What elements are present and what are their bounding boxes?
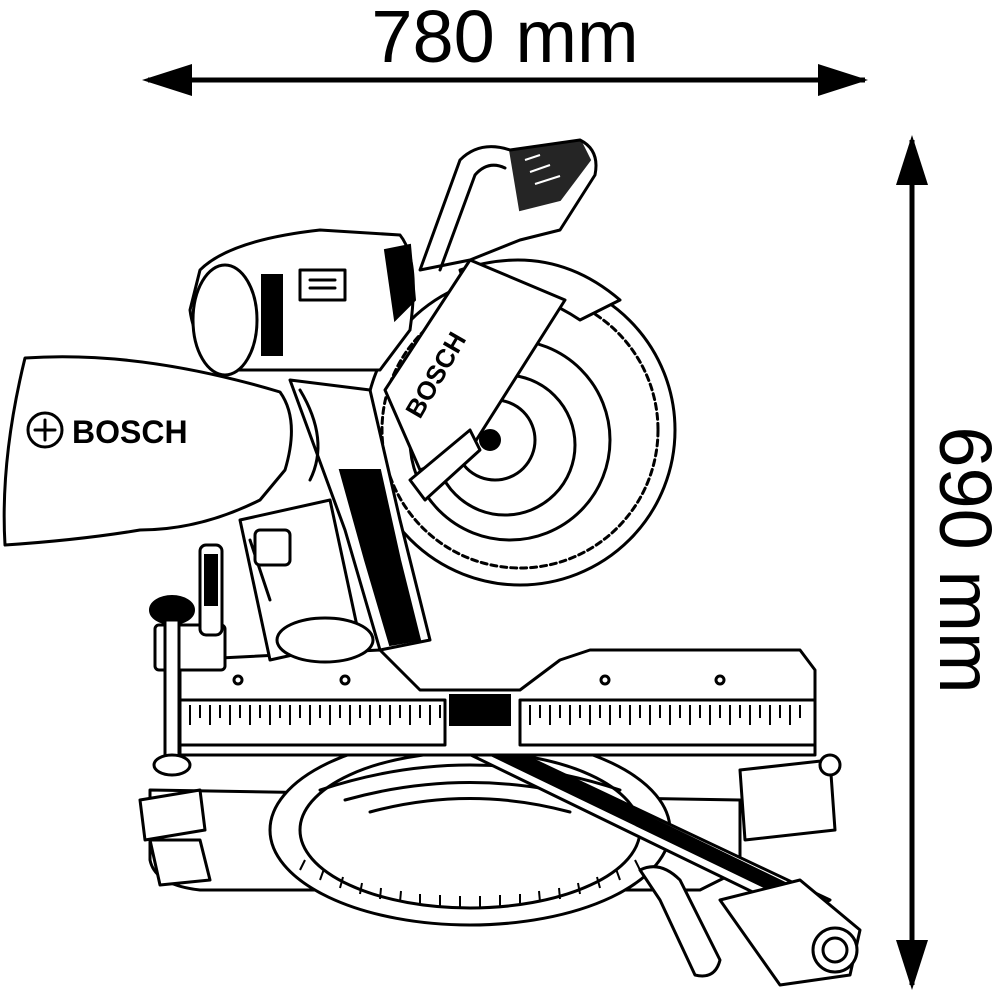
width-arrowhead-right xyxy=(818,64,868,96)
saw-arm xyxy=(288,378,482,652)
dust-bag: BOSCH xyxy=(2,355,293,547)
motor-housing xyxy=(188,228,417,377)
pivot-column xyxy=(238,498,375,664)
height-arrowhead-bottom xyxy=(896,940,928,990)
fence xyxy=(178,648,817,757)
height-arrowhead-top xyxy=(896,135,928,185)
extension-rail xyxy=(438,728,862,987)
width-dimension-label: 780 mm xyxy=(371,0,638,78)
width-dimension: 780 mm xyxy=(142,0,868,96)
blade-guard: BOSCH xyxy=(383,258,622,472)
material-clamp xyxy=(149,543,227,777)
height-dimension-label: 690 mm xyxy=(924,426,1000,693)
mitre-saw-illustration: BOSCH BOSCH xyxy=(2,138,862,987)
angle-scale-ticks xyxy=(299,859,641,907)
fence-scale-left xyxy=(189,705,441,725)
width-arrowhead-left xyxy=(142,64,192,96)
height-dimension: 690 mm xyxy=(896,135,1000,990)
dust-bag-brand: BOSCH xyxy=(72,414,188,450)
saw-handle xyxy=(418,138,598,272)
fence-scale-right xyxy=(529,705,801,725)
base-feet xyxy=(138,753,842,887)
